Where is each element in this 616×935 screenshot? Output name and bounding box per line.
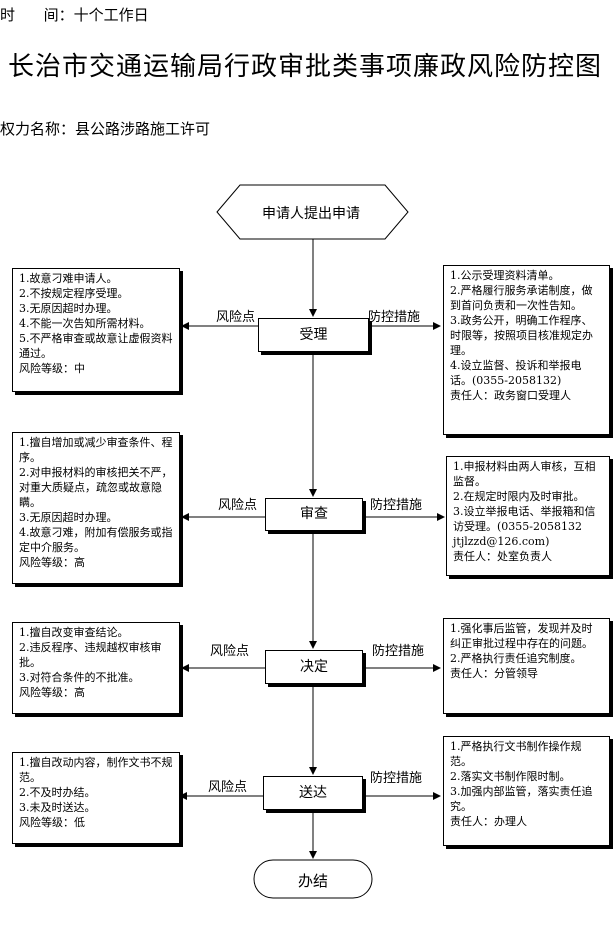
risk-item: 2.不及时办结。 bbox=[19, 786, 96, 799]
risk-item: 5.不严格审查或故意让虚假资料通过。 bbox=[19, 332, 173, 360]
control-label-2: 防控措施 bbox=[370, 498, 423, 513]
risk-level: 风险等级：高 bbox=[19, 556, 85, 569]
risk-item: 2.对申报材料的审核把关不严，对重大质疑点，疏忽或故意隐瞒。 bbox=[19, 466, 173, 509]
risk-box-1: 1.故意刁难申请人。 2.不按规定程序受理。 3.无原因超时办理。 4.不能一次… bbox=[12, 268, 180, 392]
risk-item: 2.不按规定程序受理。 bbox=[19, 287, 129, 300]
risk-item: 2.违反程序、违规越权审核审批。 bbox=[19, 641, 162, 669]
risk-box-4: 1.擅自改动内容，制作文书不规范。 2.不及时办结。 3.未及时送达。 风险等级… bbox=[12, 752, 180, 844]
risk-item: 4.故意刁难，附加有偿服务或指定中介服务。 bbox=[19, 526, 173, 554]
responsible: 责任人：分管领导 bbox=[450, 667, 538, 680]
control-item: 2.在规定时限内及时审批。 bbox=[453, 490, 585, 503]
control-item: 2.落实文书制作限时制。 bbox=[450, 770, 571, 783]
start-label: 申请人提出申请 bbox=[262, 206, 360, 222]
responsible: 责任人：政务窗口受理人 bbox=[450, 389, 571, 402]
step-box-1: 受理 bbox=[258, 318, 369, 352]
risk-box-2: 1.擅自增加或减少审查条件、程序。 2.对申报材料的审核把关不严，对重大质疑点，… bbox=[12, 432, 180, 584]
time-line: 时 间：十个工作日 bbox=[0, 6, 149, 24]
risk-item: 3.无原因超时办理。 bbox=[19, 302, 118, 315]
control-item: 3.政务公开，明确工作程序、时限等，按照项目核准规定办理。 bbox=[450, 314, 593, 357]
control-item: 2.严格履行服务承诺制度，做到首问负责和一次性告知。 bbox=[450, 284, 593, 312]
risk-item: 1.擅自改动内容，制作文书不规范。 bbox=[19, 756, 173, 784]
step-name-4: 送达 bbox=[299, 785, 327, 801]
control-label-4: 防控措施 bbox=[370, 771, 423, 786]
control-item: 1.强化事后监管，发现并及时纠正审批过程中存在的问题。 bbox=[450, 622, 593, 650]
control-item: 4.设立监督、投诉和举报电话。(0355-2058132) bbox=[450, 359, 582, 387]
control-box-4: 1.严格执行文书制作操作规范。 2.落实文书制作限时制。 3.加强内部监管，落实… bbox=[443, 736, 610, 846]
step-name-1: 受理 bbox=[299, 327, 328, 343]
control-box-1: 1.公示受理资料清单。 2.严格履行服务承诺制度，做到首问负责和一次性告知。 3… bbox=[443, 265, 610, 435]
risk-item: 1.擅自增加或减少审查条件、程序。 bbox=[19, 436, 173, 464]
control-item: 1.公示受理资料清单。 bbox=[450, 269, 560, 282]
risk-item: 3.未及时送达。 bbox=[19, 801, 96, 814]
start-shape bbox=[216, 184, 409, 240]
end-label: 办结 bbox=[298, 872, 329, 890]
risk-item: 3.无原因超时办理。 bbox=[19, 511, 118, 524]
risk-box-3: 1.擅自改变审查结论。 2.违反程序、违规越权审核审批。 3.对符合条件的不批准… bbox=[12, 622, 180, 714]
control-box-3: 1.强化事后监管，发现并及时纠正审批过程中存在的问题。 2.严格执行责任追究制度… bbox=[443, 618, 610, 714]
step-name-3: 决定 bbox=[300, 659, 328, 675]
control-item: 1.申报材料由两人审核，互相监督。 bbox=[453, 460, 596, 488]
step-name-2: 审查 bbox=[300, 506, 328, 522]
risk-label-3: 风险点 bbox=[210, 644, 250, 659]
risk-item: 1.擅自改变审查结论。 bbox=[19, 626, 129, 639]
risk-item: 3.对符合条件的不批准。 bbox=[19, 671, 140, 684]
step-box-4: 送达 bbox=[263, 776, 363, 810]
control-label-1: 防控措施 bbox=[368, 310, 421, 325]
control-item: 3.加强内部监管，落实责任追究。 bbox=[450, 785, 593, 813]
control-item: 1.严格执行文书制作操作规范。 bbox=[450, 740, 582, 768]
end-shape bbox=[253, 859, 373, 899]
control-box-2: 1.申报材料由两人审核，互相监督。 2.在规定时限内及时审批。 3.设立举报电话… bbox=[446, 456, 610, 576]
risk-level: 风险等级：高 bbox=[19, 686, 85, 699]
risk-label-1: 风险点 bbox=[216, 310, 256, 325]
power-name: 权力名称：县公路涉路施工许可 bbox=[0, 120, 211, 138]
step-box-2: 审查 bbox=[265, 498, 363, 531]
risk-level: 风险等级：中 bbox=[19, 362, 85, 375]
risk-level: 风险等级：低 bbox=[19, 816, 85, 829]
control-item: 2.严格执行责任追究制度。 bbox=[450, 652, 582, 665]
risk-item: 1.故意刁难申请人。 bbox=[19, 272, 118, 285]
responsible: 责任人：办理人 bbox=[450, 815, 527, 828]
step-box-3: 决定 bbox=[265, 650, 363, 684]
risk-label-2: 风险点 bbox=[218, 498, 258, 513]
risk-item: 4.不能一次告知所需材料。 bbox=[19, 317, 151, 330]
control-item: 3.设立举报电话、举报箱和信访受理。(0355-2058132 jtjlzzd@… bbox=[453, 505, 596, 548]
risk-label-4: 风险点 bbox=[208, 780, 248, 795]
control-label-3: 防控措施 bbox=[372, 644, 425, 659]
page-title: 长治市交通运输局行政审批类事项廉政风险防控图 bbox=[8, 52, 603, 82]
responsible: 责任人：处室负责人 bbox=[453, 550, 552, 563]
